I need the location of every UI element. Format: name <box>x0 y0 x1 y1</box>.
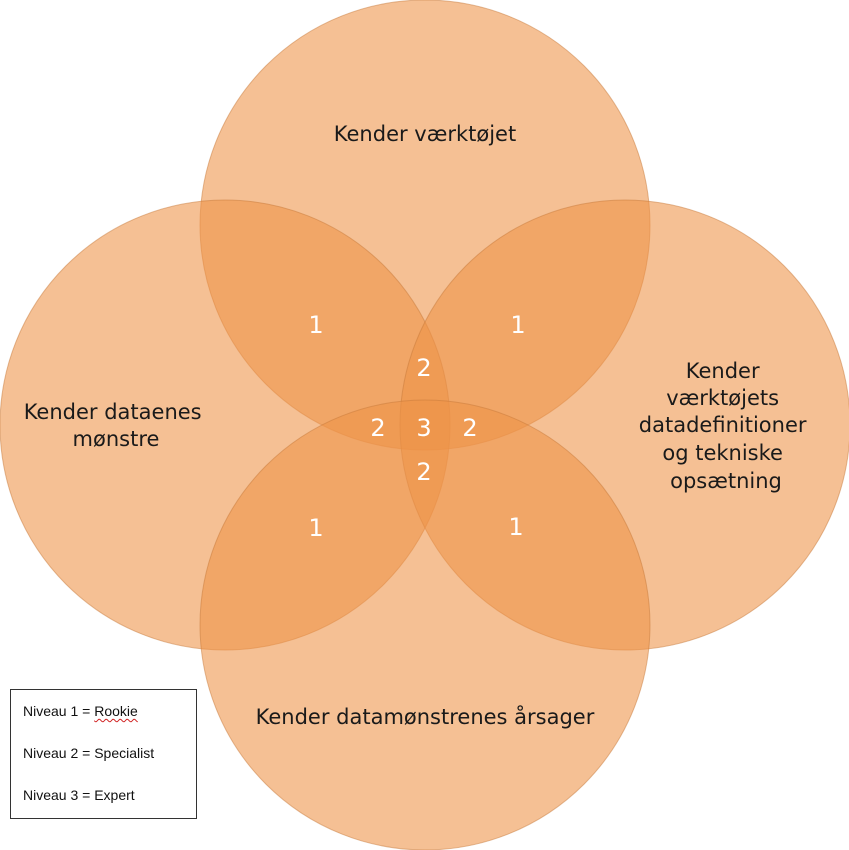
region-top-right: 1 <box>510 311 525 339</box>
legend-box: Niveau 1 = Rookie Niveau 2 = Specialist … <box>10 689 197 819</box>
label-right-line-1: Kender <box>686 359 760 383</box>
label-right-line-2: værktøjets <box>666 386 779 410</box>
region-center-bottom: 2 <box>416 458 431 486</box>
region-center-right: 2 <box>462 414 477 442</box>
label-left-line-2: mønstre <box>73 427 160 451</box>
region-center-top: 2 <box>416 354 431 382</box>
legend-level-1: Niveau 1 = Rookie <box>23 702 196 744</box>
label-left-line-1: Kender dataenes <box>24 400 202 424</box>
legend-level-1-value: Rookie <box>94 703 138 719</box>
label-right-line-5: opsætning <box>670 469 782 493</box>
legend-level-1-prefix: Niveau 1 = <box>23 703 95 719</box>
label-right: Kender værktøjets datadefinitioner og te… <box>639 359 813 493</box>
label-left: Kender dataenes mønstre <box>24 400 209 451</box>
label-right-line-3: datadefinitioner <box>639 413 807 437</box>
label-top: Kender værktøjet <box>334 122 516 146</box>
label-right-line-4: og tekniske <box>662 441 783 465</box>
region-bottom-right: 1 <box>508 513 523 541</box>
region-top-left: 1 <box>308 311 323 339</box>
label-bottom: Kender datamønstrenes årsager <box>256 704 595 729</box>
legend-level-2: Niveau 2 = Specialist <box>23 745 155 761</box>
region-center-left: 2 <box>370 414 385 442</box>
label-bottom-line-1: Kender datamønstrenes årsager <box>256 704 595 729</box>
circle-bottom <box>199 399 651 850</box>
region-center: 3 <box>416 414 431 442</box>
label-top-line-1: Kender værktøjet <box>334 122 516 146</box>
region-bottom-left: 1 <box>308 514 323 542</box>
legend-level-3: Niveau 3 = Expert <box>23 787 135 803</box>
